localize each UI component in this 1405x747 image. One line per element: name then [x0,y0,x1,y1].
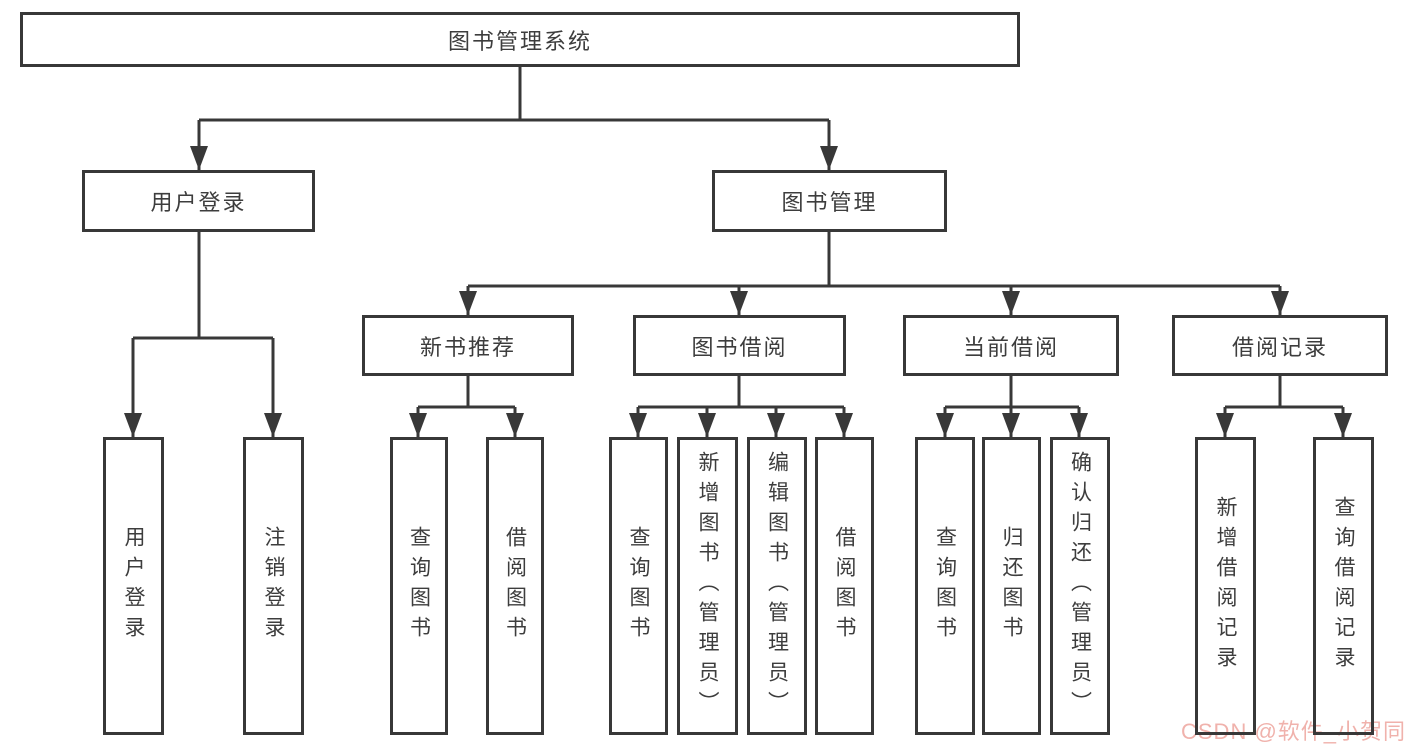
node-label: 借阅图书 [833,526,856,646]
node-library-system: 图书管理系统 [20,12,1020,67]
node-label: 查询借阅记录 [1332,496,1355,676]
leaf-return-books: 归还图书 [982,437,1041,735]
node-user-login: 用户登录 [82,170,315,232]
node-label: 查询图书 [933,526,957,646]
node-label: 借阅记录 [1231,334,1328,360]
node-label: 图书管理 [781,190,878,215]
leaf-borrow-books-1: 借阅图书 [486,437,544,735]
node-book-management: 图书管理 [712,170,947,232]
node-borrow-records: 借阅记录 [1172,315,1388,376]
leaf-query-books-3: 查询图书 [915,437,975,735]
node-label: 查询图书 [627,526,650,646]
leaf-add-borrow-record: 新增借阅记录 [1195,437,1256,735]
node-label: 确认归还（管理员） [1068,451,1092,721]
node-label: 新增借阅记录 [1214,496,1237,676]
node-new-book-recommend: 新书推荐 [362,315,574,376]
node-label: 新增图书（管理员） [696,451,719,721]
watermark: CSDN @软件_小贺同学 [1181,719,1405,744]
node-label: 查询图书 [407,526,431,646]
node-label: 注销登录 [262,526,285,646]
leaf-user-login: 用户登录 [103,437,164,735]
node-label: 归还图书 [1000,526,1023,646]
leaf-edit-book-admin: 编辑图书（管理员） [747,437,807,735]
leaf-borrow-books-2: 借阅图书 [815,437,874,735]
node-label: 借阅图书 [503,526,527,646]
node-label: 图书管理系统 [447,28,592,54]
node-label: 当前借阅 [962,334,1059,360]
node-label: 图书借阅 [691,334,788,360]
node-current-borrow: 当前借阅 [903,315,1119,376]
leaf-confirm-return-admin: 确认归还（管理员） [1050,437,1110,735]
node-book-borrow: 图书借阅 [633,315,846,376]
node-label: 用户登录 [150,190,247,215]
leaf-add-book-admin: 新增图书（管理员） [677,437,738,735]
leaf-logout: 注销登录 [243,437,304,735]
node-label: 新书推荐 [419,334,516,360]
leaf-query-borrow-record: 查询借阅记录 [1313,437,1374,735]
node-label: 用户登录 [122,526,145,646]
node-label: 编辑图书（管理员） [765,451,789,721]
leaf-query-books-1: 查询图书 [390,437,448,735]
leaf-query-books-2: 查询图书 [609,437,668,735]
